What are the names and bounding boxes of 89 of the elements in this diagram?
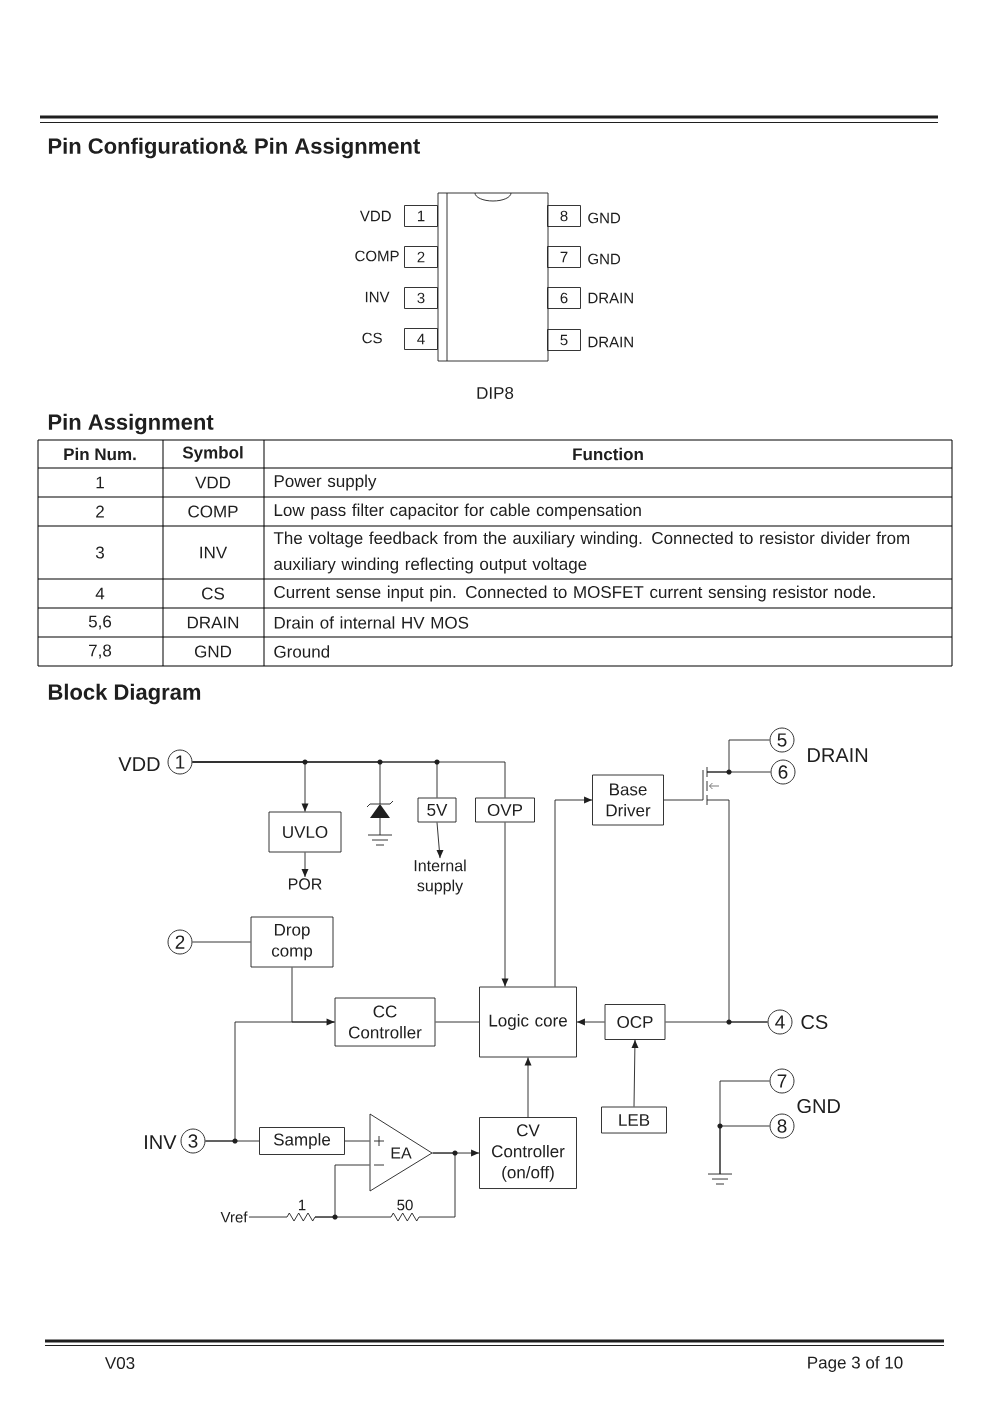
pin-number: 3	[95, 546, 104, 559]
signal-label: POR	[289, 878, 322, 890]
signal-label: Internal supply	[414, 859, 466, 895]
pin-name: DRAIN	[808, 748, 868, 762]
arrow	[631, 1039, 639, 1107]
function-text: Power supply	[274, 474, 377, 491]
pin-box: 6	[547, 287, 581, 309]
arrow	[576, 1018, 605, 1026]
pin-box: 7	[547, 246, 581, 268]
pin-number: 2	[96, 505, 104, 518]
pin-symbol: CS	[202, 587, 224, 600]
value-label: 50	[397, 1199, 413, 1211]
wire	[192, 761, 506, 798]
wire	[418, 1152, 456, 1218]
pin-name: DRAIN	[588, 292, 633, 304]
pin-number: 1	[96, 476, 104, 489]
arrow	[501, 822, 509, 987]
pin-box: 5	[547, 329, 581, 351]
arrow	[301, 852, 309, 878]
pin-symbol: GND	[195, 645, 232, 658]
pin-symbol: VDD	[195, 476, 231, 489]
function-text: The voltage feedback from the auxiliary winding. Connected to resistor divider from auxiliary winding reflecting output voltage	[273, 531, 910, 574]
block-box: Sample	[259, 1127, 345, 1155]
pin-symbol: DRAIN	[187, 616, 239, 629]
section-heading: Pin Assignment	[48, 413, 214, 435]
block-box: CV Controller (on/off)	[479, 1117, 577, 1189]
block-box: 5V	[417, 797, 457, 823]
pin-name: VDD	[118, 757, 160, 771]
wire	[248, 1216, 288, 1218]
block-box: UVLO	[268, 811, 342, 853]
mosfet-drawing	[702, 766, 720, 806]
arrow	[554, 796, 593, 987]
wire	[344, 1140, 370, 1142]
ground-symbol	[707, 1173, 733, 1185]
pin-name: CS	[362, 332, 382, 344]
pin-symbol: COMP	[188, 505, 238, 518]
block-box: Base Driver	[592, 774, 664, 826]
package-label: DIP8	[477, 387, 514, 400]
block-box: CC Controller	[334, 997, 436, 1047]
pin-name: GND	[588, 212, 621, 224]
zener-diode-drawing	[366, 800, 394, 846]
pin-name: GND	[588, 253, 621, 265]
wire	[719, 1125, 770, 1175]
wire	[663, 799, 704, 801]
pin-name: GND	[797, 1098, 840, 1114]
block-box: LEB	[601, 1106, 667, 1134]
pin-number: 7,8	[89, 644, 112, 659]
resistor-symbol	[286, 1212, 316, 1222]
wire	[706, 771, 771, 773]
column-header: Symbol	[182, 446, 243, 462]
function-text: Drain of internal HV MOS	[274, 616, 469, 629]
value-label: 1	[299, 1199, 306, 1211]
arrow	[524, 1057, 532, 1118]
pin-box: 1	[404, 205, 438, 227]
pin-box: 2	[404, 246, 438, 268]
page-number: Page 3 of 10	[808, 1356, 903, 1372]
block-box: Drop comp	[250, 916, 334, 968]
resistor-symbol	[390, 1212, 420, 1222]
signal-label: Vref	[220, 1211, 248, 1223]
wire	[192, 941, 251, 943]
chip-body	[437, 192, 549, 362]
pin-symbol: INV	[200, 546, 228, 559]
pin-name: CS	[801, 1014, 828, 1030]
block-box: OVP	[475, 797, 535, 823]
function-text: Low pass filter capacitor for cable compensation	[274, 503, 641, 520]
pin-box: 4	[404, 328, 438, 350]
block-box: OCP	[604, 1004, 666, 1040]
pin-box: 8	[547, 205, 581, 227]
version-text: V03	[104, 1357, 135, 1370]
wire	[205, 1140, 260, 1142]
pin-box: 3	[404, 287, 438, 309]
pin-name: INV	[145, 1135, 177, 1149]
pin-name: COMP	[355, 250, 399, 262]
wire	[665, 1021, 768, 1023]
column-header: Pin Num.	[64, 447, 136, 461]
section-heading: Block Diagram	[48, 683, 201, 705]
pin-name: VDD	[359, 210, 391, 222]
block-box: Logic core	[479, 986, 577, 1058]
arrow	[436, 822, 444, 859]
wire	[435, 1021, 480, 1023]
column-header: Function	[573, 447, 643, 461]
function-text: Current sense input pin. Connected to MOSFET current sensing resistor node.	[274, 585, 875, 602]
wire	[314, 1164, 370, 1218]
function-text: Ground	[274, 645, 330, 658]
pin-name: INV	[365, 291, 390, 303]
pin-number: 5,6	[88, 615, 112, 630]
section-heading: Pin Configuration& Pin Assignment	[48, 137, 420, 159]
pin-name: DRAIN	[588, 336, 633, 348]
pin-number: 4	[95, 587, 105, 600]
